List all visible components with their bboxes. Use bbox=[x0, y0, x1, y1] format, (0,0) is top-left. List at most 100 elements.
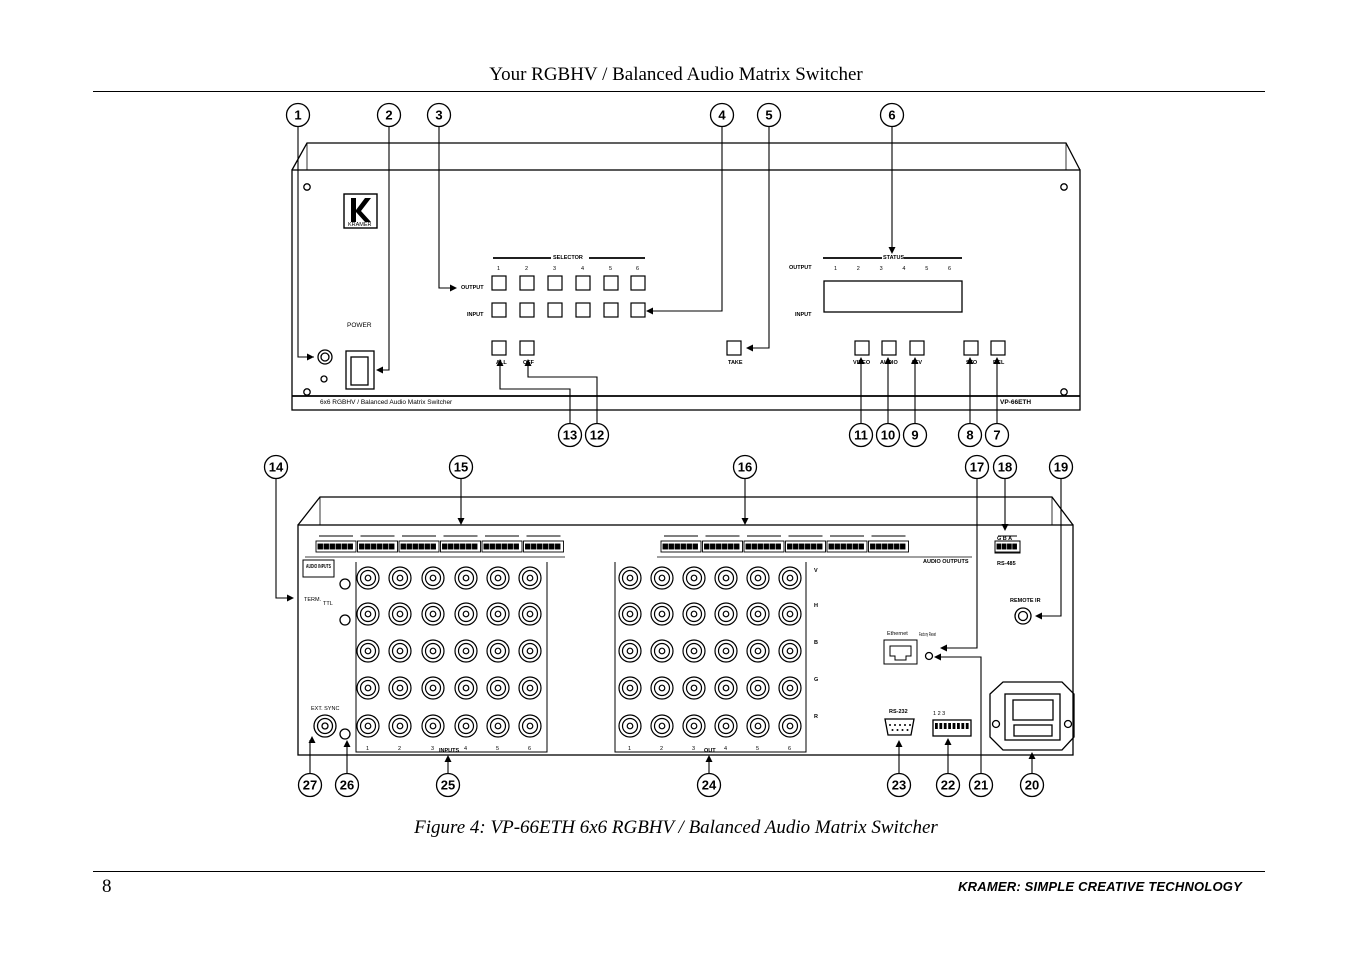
bnc-connector[interactable] bbox=[518, 566, 542, 590]
bnc-connector[interactable] bbox=[388, 602, 412, 626]
output-select-button[interactable] bbox=[630, 275, 646, 291]
bnc-connector[interactable] bbox=[778, 639, 802, 663]
bnc-connector[interactable] bbox=[421, 566, 445, 590]
all-button[interactable] bbox=[491, 340, 507, 356]
bnc-connector[interactable] bbox=[618, 566, 642, 590]
input-select-button[interactable] bbox=[519, 302, 535, 318]
bnc-connector[interactable] bbox=[650, 639, 674, 663]
bnc-connector[interactable] bbox=[618, 639, 642, 663]
bnc-connector[interactable] bbox=[421, 714, 445, 738]
bnc-connector[interactable] bbox=[618, 714, 642, 738]
bnc-connector[interactable] bbox=[650, 602, 674, 626]
bnc-connector[interactable] bbox=[778, 676, 802, 700]
bnc-connector[interactable] bbox=[454, 676, 478, 700]
dip-switch[interactable] bbox=[948, 723, 951, 729]
bnc-connector[interactable] bbox=[714, 676, 738, 700]
bnc-connector[interactable] bbox=[682, 639, 706, 663]
bnc-connector[interactable] bbox=[356, 714, 380, 738]
bnc-pin bbox=[396, 722, 404, 730]
bnc-connector[interactable] bbox=[746, 714, 770, 738]
bnc-connector[interactable] bbox=[486, 639, 510, 663]
bnc-connector[interactable] bbox=[746, 676, 770, 700]
bnc-ring bbox=[781, 717, 799, 735]
bnc-connector[interactable] bbox=[486, 566, 510, 590]
bnc-connector[interactable] bbox=[682, 566, 706, 590]
bnc-connector[interactable] bbox=[778, 714, 802, 738]
dip-switch[interactable] bbox=[939, 723, 943, 729]
video-button[interactable] bbox=[854, 340, 870, 356]
bnc-connector[interactable] bbox=[618, 602, 642, 626]
bnc-connector[interactable] bbox=[388, 639, 412, 663]
sto-button[interactable] bbox=[963, 340, 979, 356]
bnc-connector[interactable] bbox=[746, 639, 770, 663]
bnc-connector[interactable] bbox=[356, 639, 380, 663]
bnc-connector[interactable] bbox=[454, 602, 478, 626]
bnc-connector[interactable] bbox=[518, 602, 542, 626]
terminal-screw bbox=[674, 543, 680, 550]
bnc-connector[interactable] bbox=[421, 639, 445, 663]
bnc-connector[interactable] bbox=[714, 602, 738, 626]
bnc-connector[interactable] bbox=[388, 714, 412, 738]
output-select-button[interactable] bbox=[603, 275, 619, 291]
bnc-connector[interactable] bbox=[650, 714, 674, 738]
bnc-connector[interactable] bbox=[486, 676, 510, 700]
input-select-button[interactable] bbox=[603, 302, 619, 318]
callout-4: 4 bbox=[709, 102, 735, 128]
dip-switch[interactable] bbox=[943, 723, 947, 729]
bnc-connector[interactable] bbox=[746, 566, 770, 590]
output-column-number: 6 bbox=[788, 746, 791, 752]
remote-ir-label: REMOTE IR bbox=[1010, 598, 1041, 604]
bnc-connector[interactable] bbox=[454, 566, 478, 590]
bnc-connector[interactable] bbox=[454, 639, 478, 663]
take-button[interactable] bbox=[726, 340, 742, 356]
off-button[interactable] bbox=[519, 340, 535, 356]
output-select-button[interactable] bbox=[547, 275, 563, 291]
terminal-block bbox=[440, 540, 481, 553]
bnc-connector[interactable] bbox=[356, 602, 380, 626]
afv-button[interactable] bbox=[909, 340, 925, 356]
dip-switch[interactable] bbox=[961, 723, 965, 729]
input-select-button[interactable] bbox=[630, 302, 646, 318]
callout-9: 9 bbox=[902, 422, 928, 448]
dip-switch[interactable] bbox=[935, 723, 938, 729]
bnc-ring bbox=[457, 569, 475, 587]
bnc-connector[interactable] bbox=[421, 602, 445, 626]
bnc-connector[interactable] bbox=[778, 566, 802, 590]
bnc-connector[interactable] bbox=[714, 714, 738, 738]
bnc-connector[interactable] bbox=[421, 676, 445, 700]
rcl-button[interactable] bbox=[990, 340, 1006, 356]
bnc-connector[interactable] bbox=[518, 714, 542, 738]
audio-button[interactable] bbox=[881, 340, 897, 356]
dip-switch[interactable] bbox=[965, 723, 969, 729]
bnc-connector[interactable] bbox=[682, 676, 706, 700]
dip-switch[interactable] bbox=[957, 723, 960, 729]
bnc-connector[interactable] bbox=[388, 676, 412, 700]
bnc-connector[interactable] bbox=[650, 566, 674, 590]
bnc-connector[interactable] bbox=[682, 714, 706, 738]
bnc-connector[interactable] bbox=[388, 566, 412, 590]
bnc-connector[interactable] bbox=[714, 639, 738, 663]
bnc-ring bbox=[424, 679, 442, 697]
input-select-button[interactable] bbox=[491, 302, 507, 318]
bnc-connector[interactable] bbox=[618, 676, 642, 700]
bnc-connector[interactable] bbox=[682, 602, 706, 626]
output-select-button[interactable] bbox=[575, 275, 591, 291]
bnc-connector[interactable] bbox=[356, 566, 380, 590]
bnc-connector[interactable] bbox=[486, 602, 510, 626]
bnc-connector[interactable] bbox=[518, 639, 542, 663]
callout-number: 12 bbox=[590, 428, 604, 443]
bnc-connector[interactable] bbox=[714, 566, 738, 590]
bnc-connector[interactable] bbox=[454, 714, 478, 738]
bnc-connector[interactable] bbox=[486, 714, 510, 738]
bnc-connector[interactable] bbox=[356, 676, 380, 700]
input-select-button[interactable] bbox=[575, 302, 591, 318]
bnc-connector[interactable] bbox=[746, 602, 770, 626]
output-select-button[interactable] bbox=[519, 275, 535, 291]
dip-switch[interactable] bbox=[952, 723, 956, 729]
arrowhead bbox=[646, 307, 653, 315]
bnc-connector[interactable] bbox=[650, 676, 674, 700]
input-select-button[interactable] bbox=[547, 302, 563, 318]
bnc-connector[interactable] bbox=[518, 676, 542, 700]
bnc-connector[interactable] bbox=[778, 602, 802, 626]
output-select-button[interactable] bbox=[491, 275, 507, 291]
